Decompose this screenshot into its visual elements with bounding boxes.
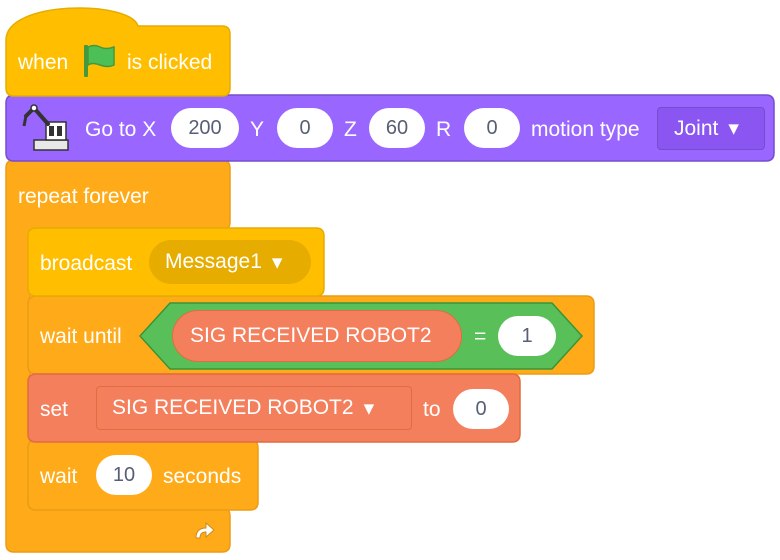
- green-flag-icon[interactable]: [82, 43, 118, 79]
- z-value-input[interactable]: 60: [369, 108, 425, 148]
- motion-type-label: motion type: [531, 118, 640, 141]
- motion-type-value: Joint: [674, 116, 719, 140]
- r-value-input[interactable]: 0: [464, 108, 520, 148]
- set-label: set: [40, 398, 69, 421]
- variable-reporter[interactable]: SIG RECEIVED ROBOT2: [172, 310, 462, 362]
- x-value-input[interactable]: 200: [171, 108, 239, 148]
- seconds-label: seconds: [163, 465, 242, 488]
- when-label: when: [18, 51, 69, 74]
- wait-seconds-input[interactable]: 10: [96, 455, 152, 495]
- compare-value-input[interactable]: 1: [498, 316, 556, 356]
- to-label: to: [423, 398, 441, 421]
- is-clicked-label: is clicked: [127, 51, 213, 74]
- wait-until-label: wait until: [40, 325, 122, 348]
- y-value-input[interactable]: 0: [277, 108, 333, 148]
- y-label: Y: [250, 118, 265, 141]
- when-flag-clicked-block[interactable]: [5, 7, 231, 97]
- set-variable-dropdown[interactable]: SIG RECEIVED ROBOT2 ▾: [96, 386, 412, 430]
- repeat-forever-block[interactable]: [5, 159, 231, 553]
- set-value-input[interactable]: 0: [453, 389, 509, 429]
- repeat-forever-label: repeat forever: [18, 185, 149, 208]
- z-label: Z: [344, 118, 357, 141]
- goto-x-label: Go to X: [85, 118, 157, 141]
- chevron-down-icon: ▾: [363, 396, 375, 420]
- broadcast-message-value: Message1: [165, 250, 262, 273]
- variable-name: SIG RECEIVED ROBOT2: [190, 324, 432, 347]
- set-variable-value: SIG RECEIVED ROBOT2: [112, 396, 354, 419]
- broadcast-message-dropdown[interactable]: Message1 ▾: [149, 240, 311, 284]
- motion-type-dropdown[interactable]: Joint ▾: [657, 107, 765, 150]
- robot-arm-icon: [22, 104, 69, 151]
- equals-operator-label: =: [474, 325, 487, 348]
- chevron-down-icon: ▾: [728, 117, 739, 140]
- loop-arrow-icon: [195, 521, 215, 539]
- wait-label: wait: [40, 465, 78, 488]
- chevron-down-icon: ▾: [271, 250, 283, 274]
- r-label: R: [436, 118, 452, 141]
- broadcast-label: broadcast: [40, 252, 133, 275]
